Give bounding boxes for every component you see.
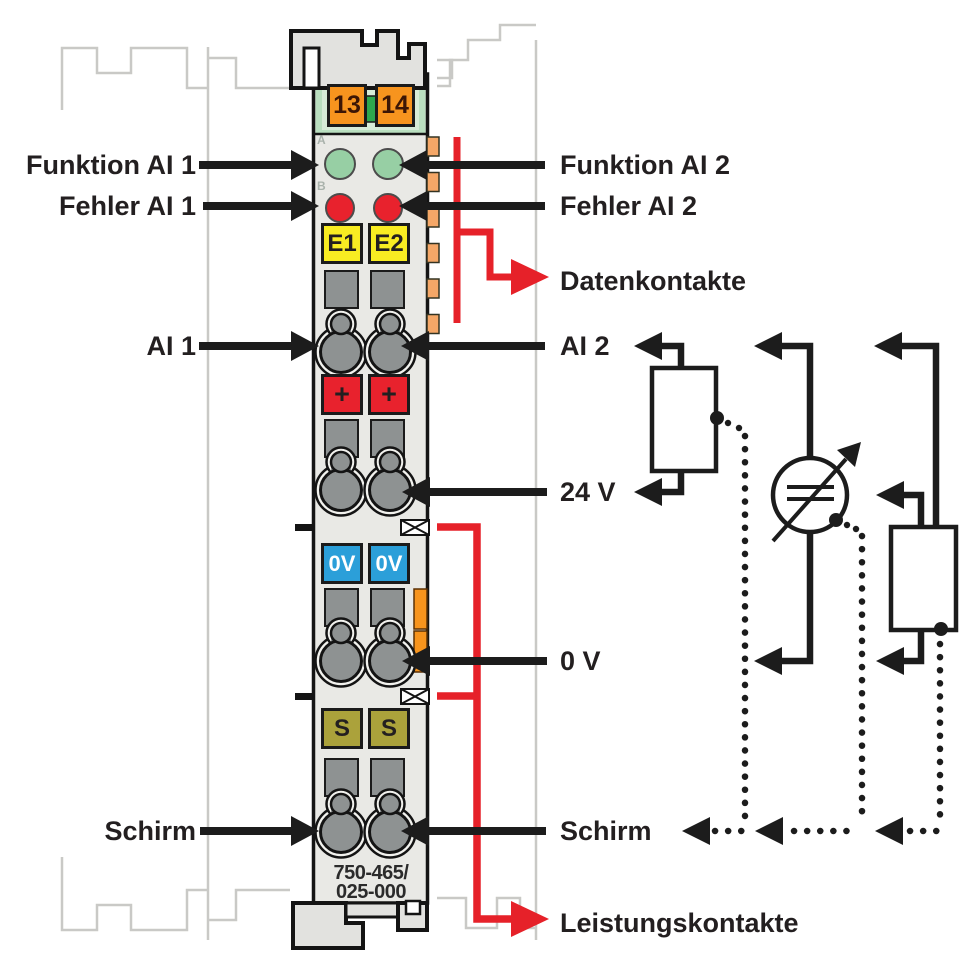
neighbor-right-top-clip (437, 23, 536, 88)
actuation-opening (324, 270, 359, 309)
arrow-ai-1 (199, 331, 319, 361)
label-0v: 0 V (560, 646, 601, 676)
top-mounting-clip (289, 29, 427, 90)
clamp-row-shield (314, 788, 417, 859)
zero-volt-block-1: 0V (321, 543, 363, 584)
arrow-left-icon (876, 647, 904, 675)
led-row-b-label: B (317, 179, 326, 193)
power-contact-x-icon (400, 688, 430, 705)
sensor-2wire-resistive (634, 332, 749, 826)
arrow-left-icon (754, 647, 782, 675)
shield-junction-dot (829, 513, 843, 527)
data-contact-tab-icon (426, 278, 440, 299)
function-led-2-icon (372, 148, 404, 180)
variable-arrow-head-icon (837, 442, 861, 467)
bottom-clip-foot (396, 901, 429, 932)
data-contact-tab-icon (426, 136, 440, 157)
sensor-powered (874, 332, 959, 826)
sensor-body-icon (649, 365, 719, 474)
neighbor-left-bottom-clip (60, 857, 208, 932)
arrow-schirm-left (200, 816, 319, 846)
label-ai-1: AI 1 (146, 331, 196, 361)
plus-block-2: + (368, 374, 410, 415)
label-fehler-ai-2: Fehler AI 2 (560, 191, 698, 221)
power-contacts-line (437, 523, 513, 923)
top-clip-notch (302, 46, 321, 90)
neighbor-right-top-step (437, 58, 454, 80)
neighbor-left-top-clip (60, 46, 208, 110)
cage-clamp-terminals (314, 308, 417, 859)
arrow-funktion-ai-2 (399, 150, 545, 180)
power-contact-x-icon (400, 519, 430, 536)
power-jumper-contacts (295, 519, 430, 705)
sensor-circuits (634, 332, 959, 845)
clamp-row-ai (314, 308, 417, 379)
terminal-block-13: 13 (327, 84, 367, 127)
input-block-e2: E2 (368, 223, 410, 264)
data-contact-tab-icon (426, 207, 440, 228)
power-contacts-arrow-icon (511, 901, 549, 937)
power-contact-stub-left-lower (295, 693, 315, 700)
label-ai-2: AI 2 (560, 331, 610, 361)
bottom-clip-foot-notch (404, 899, 422, 916)
callout-arrows (199, 150, 547, 846)
arrow-left-icon (875, 817, 903, 845)
arrow-left-icon (754, 332, 782, 360)
error-led-1-icon (325, 193, 355, 223)
data-contacts-arrow-icon (511, 259, 549, 295)
label-funktion-ai-1: Funktion AI 1 (26, 150, 196, 180)
clamp-row-0v (314, 617, 417, 688)
led-row-a-label: A (317, 133, 326, 147)
arrow-fehler-ai-1 (203, 191, 319, 221)
plus-block-1: + (321, 374, 363, 415)
error-led-2-icon (373, 193, 403, 223)
arrow-schirm-right (401, 816, 546, 846)
arrow-left-icon (876, 481, 904, 509)
label-schirm-left: Schirm (104, 816, 196, 846)
arrow-left-icon (634, 332, 662, 360)
arrow-0v (402, 646, 547, 676)
data-contact-tab-icon (426, 313, 440, 335)
label-leistungskontakte: Leistungskontakte (560, 908, 799, 938)
shield-block-2: S (368, 708, 410, 749)
arrow-left-icon (634, 478, 662, 506)
sensor-body-icon (888, 524, 959, 633)
data-contact-tab-icon (426, 171, 440, 193)
clamp-row-24v (314, 446, 417, 517)
variable-arrow-line (771, 457, 848, 543)
shield-junction-dot (934, 622, 948, 636)
red-contact-indicators (437, 137, 549, 937)
neighbor-left2-bottom-clip (208, 888, 290, 922)
module-order-number: 750-465/ 025-000 (333, 862, 409, 903)
label-funktion-ai-2: Funktion AI 2 (560, 150, 730, 180)
arrow-left-icon (874, 332, 902, 360)
power-contact-stub-left-upper (295, 524, 315, 531)
arrow-24v (402, 477, 547, 507)
data-contact-tabs (426, 136, 440, 335)
arrow-left-icon (755, 817, 783, 845)
actuation-opening (370, 270, 405, 309)
label-schirm-right: Schirm (560, 816, 652, 846)
shield-block-1: S (321, 708, 363, 749)
shield-bus-row (682, 817, 941, 845)
arrow-ai-2 (401, 331, 545, 361)
arrow-left-icon (682, 817, 710, 845)
sensor-capacitive (754, 332, 866, 826)
shield-junction-dot (710, 411, 724, 425)
data-contacts-branch (457, 228, 513, 281)
data-contact-tab-icon (426, 242, 440, 264)
input-block-e1: E1 (321, 223, 363, 264)
label-datenkontakte: Datenkontakte (560, 266, 747, 296)
neighbor-left2-top-clip (208, 56, 290, 90)
arrow-funktion-ai-1 (199, 150, 319, 180)
label-fehler-ai-1: Fehler AI 1 (58, 191, 196, 221)
zero-volt-block-2: 0V (368, 543, 410, 584)
power-knife-contact-upper (413, 588, 428, 630)
function-led-1-icon (324, 148, 356, 180)
bottom-clip-step (344, 901, 400, 919)
label-24v: 24 V (560, 477, 616, 507)
arrow-fehler-ai-2 (399, 191, 545, 221)
terminal-block-14: 14 (375, 84, 415, 127)
